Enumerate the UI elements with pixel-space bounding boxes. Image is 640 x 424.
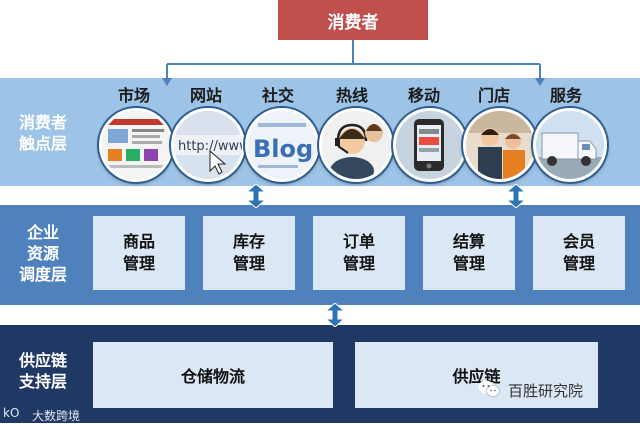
layer-label-line: 消费者 [18,113,67,132]
resource-line: 管理 [122,254,155,273]
touchpoint-label-market: 市场 [117,86,150,105]
resource-box-inventory: 库存管理 [203,216,295,290]
watermark-baisheng: 百胜研究院 [508,382,584,400]
resource-line: 管理 [452,254,485,273]
layer-label-line: 企业 [26,223,59,242]
touchpoint-label-social: 社交 [261,86,294,105]
watermark-dashu: 大数跨境 [32,409,81,423]
watermark-logo: kO [3,406,20,420]
double-arrow-icon [324,303,346,327]
layer-label-line: 支持层 [18,372,67,391]
mobile-phone-icon [393,108,467,182]
layer-label-line: 调度层 [18,265,67,284]
supply-box-warehouse-logistics: 仓储物流 [93,342,333,408]
resource-line: 结算 [452,232,485,251]
svg-text:Blog: Blog [253,135,313,163]
touchpoint-label-website: 网站 [189,86,222,105]
website-http-icon: http://www [171,108,245,182]
touchpoint-label-hotline: 热线 [335,86,368,105]
layer-label-line: 供应链 [18,351,67,370]
resource-line: 订单 [342,232,375,251]
store-clerk-icon [463,108,537,182]
resource-line: 会员 [562,232,595,251]
resource-line: 管理 [232,254,265,273]
resource-box-member: 会员管理 [533,216,625,290]
resource-line: 管理 [342,254,375,273]
resource-line: 商品 [122,232,155,251]
resource-line: 库存 [232,232,265,251]
touchpoint-label-mobile: 移动 [407,86,440,105]
hotline-headset-icon [319,108,393,182]
consumer-box: 消费者 [278,0,428,40]
resource-box-product: 商品管理 [93,216,185,290]
touchpoint-layer-label: 消费者 触点层 [8,112,78,154]
touchpoint-label-service: 服务 [549,86,582,105]
social-blog-icon: Blog [245,108,319,182]
resource-layer-label: 企业 资源 调度层 [8,222,78,285]
resource-box-order: 订单管理 [313,216,405,290]
supply-box-supply-chain: 供应链 [355,342,598,408]
touchpoint-label-store: 门店 [477,86,510,105]
market-webpage-icon [99,108,173,182]
resource-box-settlement: 结算管理 [423,216,515,290]
double-arrow-icon [505,184,527,208]
resource-line: 管理 [562,254,595,273]
service-truck-icon [533,108,607,182]
svg-text:http://www: http://www [178,139,242,154]
layer-label-line: 资源 [26,244,59,263]
wechat-icon [478,379,500,399]
layer-label-line: 触点层 [18,134,67,153]
supply-layer-label: 供应链 支持层 [8,350,78,392]
double-arrow-icon [245,184,267,208]
